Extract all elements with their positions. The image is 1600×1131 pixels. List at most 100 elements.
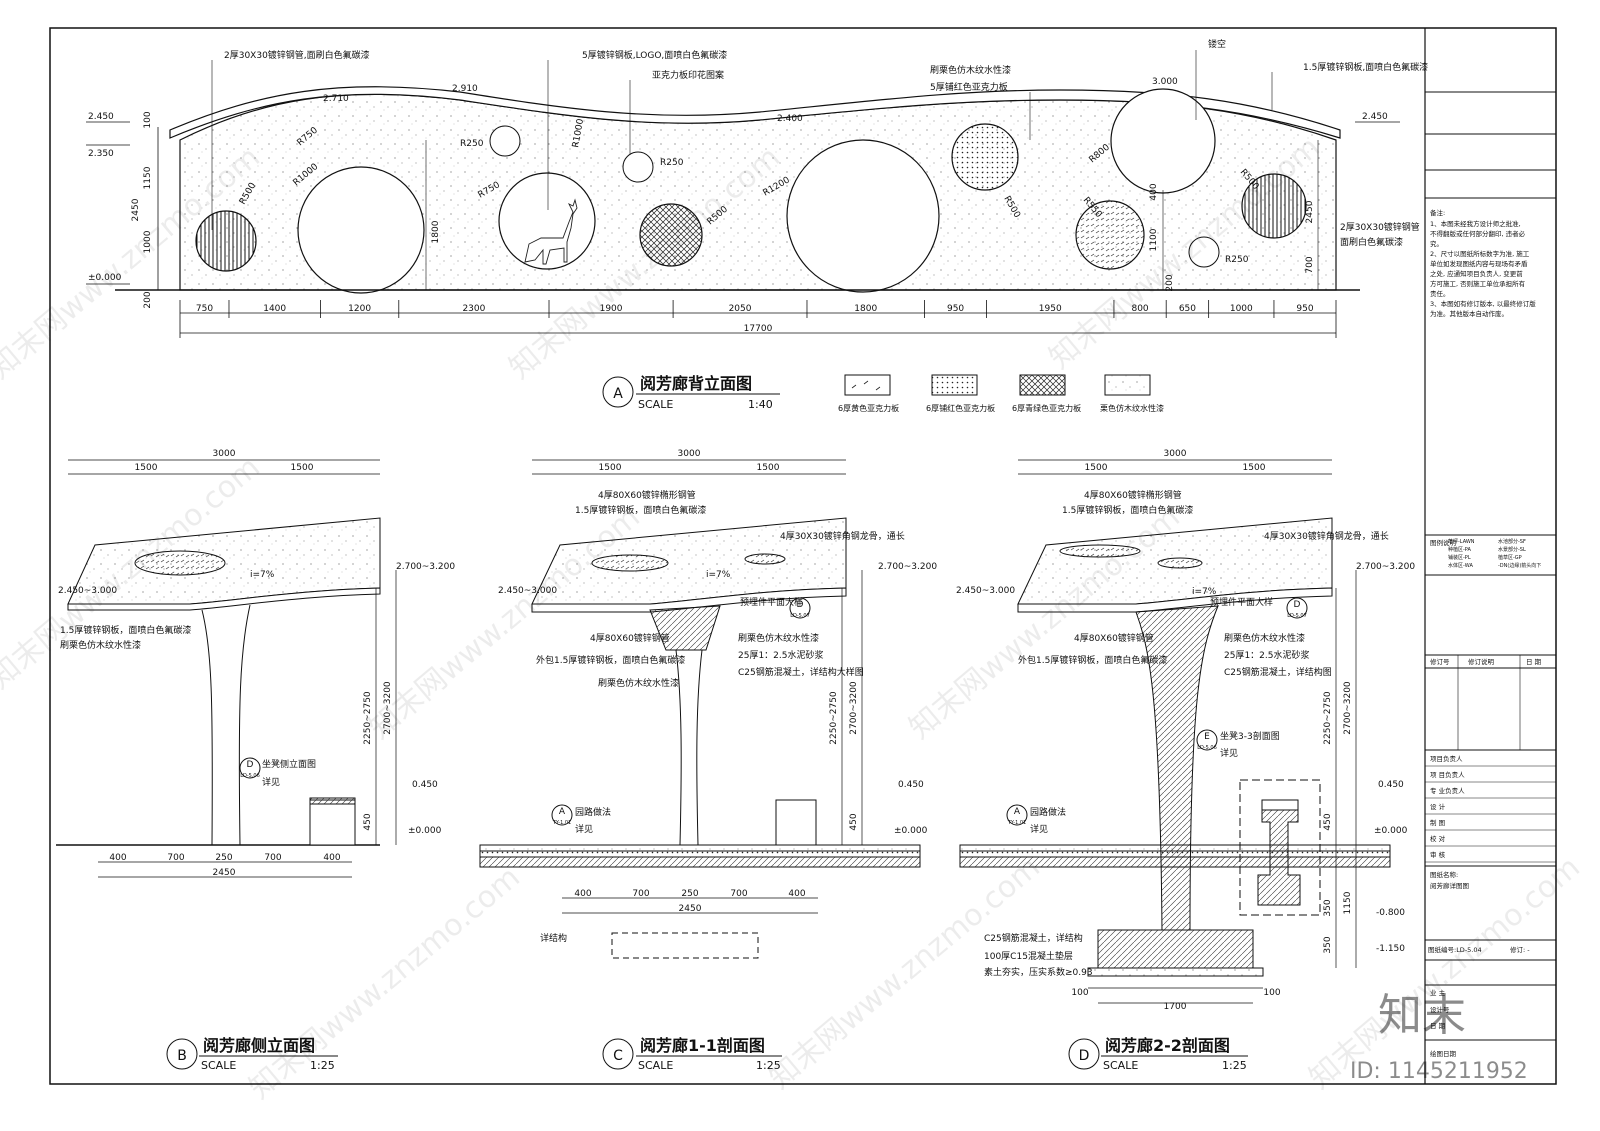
svg-text:2450: 2450	[679, 904, 702, 914]
svg-text:450: 450	[1323, 813, 1333, 830]
svg-text:2700~3200: 2700~3200	[1343, 681, 1353, 735]
svg-text:2.450~3.000: 2.450~3.000	[956, 586, 1015, 596]
svg-text:TY-1.01: TY-1.01	[1007, 820, 1026, 826]
image-id: ID: 1145211952	[1350, 1059, 1528, 1084]
svg-text:3.000: 3.000	[1152, 77, 1178, 87]
svg-text:外包1.5厚镀锌钢板，面喷白色氟碳漆: 外包1.5厚镀锌钢板，面喷白色氟碳漆	[1018, 654, 1167, 666]
svg-text:详结构: 详结构	[540, 932, 567, 944]
title-back-elevation: 阅芳廊背立面图	[640, 374, 752, 393]
svg-text:±0.000: ±0.000	[408, 826, 442, 836]
svg-text:450: 450	[363, 813, 373, 830]
svg-text:B: B	[177, 1048, 187, 1064]
total-dimension: 17700	[744, 324, 773, 334]
svg-text:SCALE: SCALE	[638, 1059, 673, 1072]
svg-text:200: 200	[1165, 274, 1175, 291]
svg-text:450: 450	[849, 813, 859, 830]
signoff-row: 审 核	[1430, 850, 1446, 859]
svg-text:设计号: 设计号	[1430, 1005, 1450, 1014]
svg-text:25厚1：2.5水泥砂浆: 25厚1：2.5水泥砂浆	[738, 649, 824, 661]
svg-text:详见: 详见	[262, 776, 280, 788]
svg-text:1700: 1700	[1164, 1002, 1187, 1012]
svg-text:700: 700	[632, 889, 649, 899]
callout-pipe: 2厚30X30镀锌钢管,面刷白色氟碳漆	[224, 49, 370, 61]
svg-text:A: A	[559, 807, 566, 817]
svg-text:阅芳廊详图图: 阅芳廊详图图	[1430, 881, 1469, 890]
note-line: 单位如发现图纸内容与现场有矛盾	[1430, 259, 1528, 268]
svg-text:D: D	[1079, 1048, 1090, 1064]
note-line: 2、尺寸以图纸所标数字为准, 施工	[1430, 249, 1530, 258]
svg-text:1000: 1000	[143, 230, 153, 253]
note-line: 究。	[1430, 239, 1443, 248]
svg-text:R250: R250	[460, 139, 484, 149]
deer-icon	[524, 198, 578, 265]
svg-text:i=7%: i=7%	[1192, 587, 1217, 597]
svg-text:4厚80X60镀锌椭形钢管: 4厚80X60镀锌椭形钢管	[1084, 489, 1182, 501]
svg-text:E: E	[1204, 732, 1210, 742]
svg-text:2厚30X30镀锌钢管: 2厚30X30镀锌钢管	[1340, 221, 1420, 233]
svg-text:D: D	[797, 600, 804, 610]
svg-text:6厚黄色亚克力板: 6厚黄色亚克力板	[838, 403, 899, 413]
svg-text:25厚1：2.5水泥砂浆: 25厚1：2.5水泥砂浆	[1224, 649, 1310, 661]
signoff-row: 专 业负责人	[1430, 786, 1465, 795]
svg-text:100: 100	[1263, 988, 1280, 998]
svg-text:镂空: 镂空	[1208, 38, 1226, 50]
svg-text:园路做法: 园路做法	[575, 806, 611, 818]
svg-text:-0.800: -0.800	[1376, 908, 1405, 918]
svg-text:4厚80X60镀锌椭形钢管: 4厚80X60镀锌椭形钢管	[598, 489, 696, 501]
svg-text:400: 400	[574, 889, 591, 899]
dimension-label: 800	[1131, 304, 1148, 314]
legend-code: 水体区-WA	[1448, 562, 1473, 569]
svg-text:2.910: 2.910	[452, 84, 478, 94]
title-section-2-2: 阅芳廊2-2剖面图	[1105, 1036, 1230, 1055]
svg-text:1:25: 1:25	[1222, 1059, 1247, 1072]
svg-text:1150: 1150	[1343, 891, 1353, 914]
svg-text:5厚铺红色亚克力板: 5厚铺红色亚克力板	[930, 81, 1008, 93]
svg-text:350: 350	[1323, 899, 1333, 916]
svg-text:350: 350	[1323, 936, 1333, 953]
svg-text:1500: 1500	[1085, 463, 1108, 473]
svg-text:400: 400	[788, 889, 805, 899]
svg-text:400: 400	[1149, 183, 1159, 200]
svg-text:图纸编号:LD-5.04: 图纸编号:LD-5.04	[1428, 945, 1482, 954]
legend-code: -DN(边缘)箭头向下	[1498, 562, 1541, 569]
note-line: 为准。其他版本自动作废。	[1430, 309, 1508, 318]
svg-text:R250: R250	[660, 158, 684, 168]
signoff-row: 制 图	[1430, 818, 1445, 827]
svg-text:D: D	[1294, 600, 1301, 610]
svg-text:LD-5.06: LD-5.06	[240, 773, 260, 779]
legend-code: 铺装区-PL	[1448, 554, 1471, 561]
svg-text:备注:: 备注:	[1430, 208, 1445, 217]
svg-text:2.450~3.000: 2.450~3.000	[498, 586, 557, 596]
svg-text:日 期: 日 期	[1430, 1022, 1446, 1030]
title-block: 备注: 1、本图未经我方设计师之批准,不得翻版或任何部分翻印, 违者必究。2、尺…	[1425, 91, 1556, 1058]
svg-text:C25钢筋混凝土，详结构: C25钢筋混凝土，详结构	[984, 932, 1083, 944]
side-elevation: 3000 1500 1500 i=7% 2.450~3.000 2.700~3.…	[56, 449, 455, 1072]
svg-text:700: 700	[167, 853, 184, 863]
dimension-label: 1950	[1039, 304, 1062, 314]
svg-text:C25钢筋混凝土，详结构大样图: C25钢筋混凝土，详结构大样图	[738, 666, 864, 678]
dimension-label: 1200	[348, 304, 371, 314]
svg-text:2700~3200: 2700~3200	[849, 681, 859, 735]
legend-code: 水池部分-SF	[1498, 538, 1526, 545]
svg-text:400: 400	[323, 853, 340, 863]
svg-text:SCALE: SCALE	[1103, 1059, 1138, 1072]
svg-text:2.400: 2.400	[777, 114, 803, 124]
svg-text:700: 700	[1305, 256, 1315, 273]
svg-text:1:25: 1:25	[310, 1059, 335, 1072]
svg-text:绘图日期: 绘图日期	[1430, 1049, 1457, 1058]
legend-code: 种植区-PA	[1448, 546, 1471, 553]
dimension-label: 950	[1296, 304, 1313, 314]
svg-text:坐凳侧立面图: 坐凳侧立面图	[262, 758, 316, 770]
svg-text:SCALE: SCALE	[201, 1059, 236, 1072]
material-legend: 6厚黄色亚克力板 6厚铺红色亚克力板 6厚青绿色亚克力板 栗色仿木纹水性漆	[838, 374, 1164, 413]
callout-plate: 5厚镀锌钢板,LOGO,面喷白色氟碳漆	[582, 49, 727, 61]
svg-text:i=7%: i=7%	[250, 570, 275, 580]
svg-text:LD-5.07: LD-5.07	[1287, 613, 1307, 619]
svg-text:2250~2750: 2250~2750	[1323, 691, 1333, 745]
svg-text:2.450: 2.450	[88, 112, 114, 122]
svg-text:刷栗色仿木纹水性漆: 刷栗色仿木纹水性漆	[60, 639, 141, 651]
svg-text:2450: 2450	[1305, 200, 1315, 223]
svg-text:图例说明: 图例说明	[1430, 538, 1457, 547]
dimension-label: 1800	[854, 304, 877, 314]
svg-text:知末网www.znzmo.com: 知末网www.znzmo.com	[243, 860, 527, 1106]
